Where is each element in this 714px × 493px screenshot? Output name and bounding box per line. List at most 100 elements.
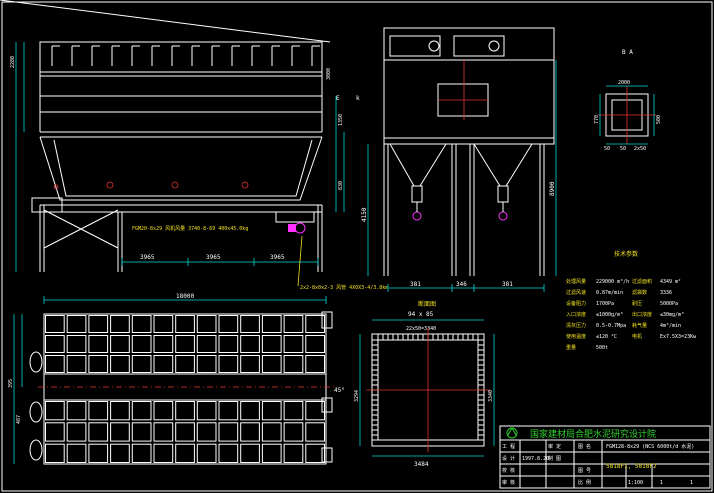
plan-cell — [175, 401, 195, 421]
label-k: k — [356, 95, 360, 102]
tb-drawing-no: 5818F1, 5818F2 — [606, 463, 657, 470]
plan-cell — [218, 315, 239, 333]
spec-cell-4-2: 耗气量 — [632, 322, 647, 329]
plan-cell — [131, 355, 152, 373]
side-elevation-view: 381 346 381 4150 8900 — [361, 27, 557, 292]
plan-cell — [283, 355, 304, 373]
plan-cell — [110, 401, 130, 421]
spec-cell-0-3: 4349 m² — [660, 279, 681, 285]
plan-cell — [218, 335, 239, 353]
plan-cell — [261, 315, 282, 333]
plan-cell — [66, 422, 87, 442]
plan-cell — [153, 335, 174, 353]
plan-cell — [196, 401, 217, 421]
tb-drawing-name-label: 图 名 — [578, 443, 591, 450]
spec-cell-0-1: 229000 m³/h — [596, 279, 629, 285]
plan-cell — [66, 355, 87, 373]
spec-cell-1-1: 0.87m/min — [596, 290, 623, 296]
tb-date: 1997.8.20 — [522, 456, 549, 462]
dim-plan-height: 395 — [8, 379, 14, 388]
tb-row-2: 设 计 — [502, 455, 515, 462]
tb-row-1: 工 程 — [502, 443, 515, 450]
plan-cell — [305, 355, 325, 373]
plan-cell — [153, 355, 174, 373]
plan-cell — [45, 355, 65, 373]
plan-cell — [196, 422, 217, 442]
plan-cell — [66, 315, 87, 333]
front-elevation-view: 3965 3965 3965 2280 1350 830 3000 E k FG… — [0, 0, 388, 291]
plan-cell — [131, 401, 152, 421]
plan-cell — [45, 422, 65, 442]
tb-row-5: 审 定 — [548, 443, 561, 450]
plan-view: 18000 395 487 45° — [8, 293, 345, 465]
plan-cell — [240, 355, 260, 373]
specs-title: 技术参数 — [614, 250, 638, 258]
dim-side-bay-mid: 346 — [456, 281, 467, 288]
plan-cell — [196, 335, 217, 353]
plan-cell — [110, 315, 130, 333]
plan-cell — [45, 335, 65, 353]
dim-angle: 45° — [334, 387, 345, 394]
plan-cell — [45, 315, 65, 333]
plan-cell — [240, 335, 260, 353]
tb-scale: 1:100 — [628, 480, 643, 486]
dim-plan-lower: 487 — [16, 415, 22, 424]
spec-cell-5-3: Ex7.5X3=23Kw — [660, 334, 697, 340]
plan-cell — [131, 422, 152, 442]
tb-drawing-name: FGM128-8x29 (NCS 6000t/d 水泥) — [606, 443, 694, 450]
plan-cell — [153, 422, 174, 442]
tb-row-3: 校 核 — [502, 467, 515, 474]
tb-row-4: 审 核 — [502, 479, 515, 486]
dim-right-seg: 3965 — [270, 254, 285, 261]
plan-cell — [66, 401, 87, 421]
plan-cell — [175, 315, 195, 333]
plan-cell — [153, 315, 174, 333]
plan-cell — [283, 401, 304, 421]
tb-total: 1 — [690, 480, 693, 486]
plan-cell — [305, 443, 325, 464]
spec-cell-2-2: 耐压 — [632, 300, 642, 307]
plan-cell — [240, 401, 260, 421]
plan-cell — [175, 355, 195, 373]
institute-name: 国家建材局合肥水泥研究设计院 — [530, 428, 656, 440]
plan-cell — [196, 315, 217, 333]
front-note-2: 2x2-8x0x2-3 风管 4X0X3-4/3.8km — [300, 284, 388, 291]
plan-cell — [110, 335, 130, 353]
plan-cell — [261, 443, 282, 464]
plan-cell — [153, 401, 174, 421]
dim-side-total-height: 8900 — [549, 181, 556, 196]
plan-cell — [305, 315, 325, 333]
dim-mid-seg: 3965 — [206, 254, 221, 261]
institute-logo-icon — [506, 427, 518, 439]
plan-cell — [218, 443, 239, 464]
plan-cell — [88, 401, 109, 421]
plan-cell — [88, 355, 109, 373]
dim-left-seg: 3965 — [140, 254, 155, 261]
title-block: 国家建材局合肥水泥研究设计院 工 程 设 计 校 核 审 核 审 定 制 图 1… — [499, 425, 711, 489]
detail-title: B A — [622, 49, 633, 56]
spec-cell-0-2: 过滤面积 — [632, 278, 652, 285]
plan-cell — [131, 335, 152, 353]
dim-front-3000: 3000 — [326, 68, 332, 80]
plan-cell — [218, 422, 239, 442]
dim-side-bay-left: 381 — [410, 281, 421, 288]
plan-cell — [45, 401, 65, 421]
tb-row-6: 制 图 — [548, 455, 561, 462]
detail-dim-left: 770 — [594, 115, 600, 124]
dim-side-bay-right: 381 — [502, 281, 513, 288]
plan-cell — [261, 335, 282, 353]
detail-dim-right: 500 — [656, 115, 662, 124]
plan-cell — [131, 315, 152, 333]
spec-cell-0-0: 处理风量 — [566, 278, 586, 285]
plan-cell — [305, 422, 325, 442]
dim-cross-right: 3340 — [488, 390, 494, 402]
plan-cell — [196, 355, 217, 373]
plan-cell — [66, 443, 87, 464]
plan-cell — [283, 422, 304, 442]
detail-dim-top: 2000 — [618, 80, 630, 86]
plan-cell — [45, 443, 65, 464]
spec-cell-3-3: ≤30mg/m³ — [660, 312, 684, 318]
detail-dim-b1: 50 — [604, 146, 610, 152]
